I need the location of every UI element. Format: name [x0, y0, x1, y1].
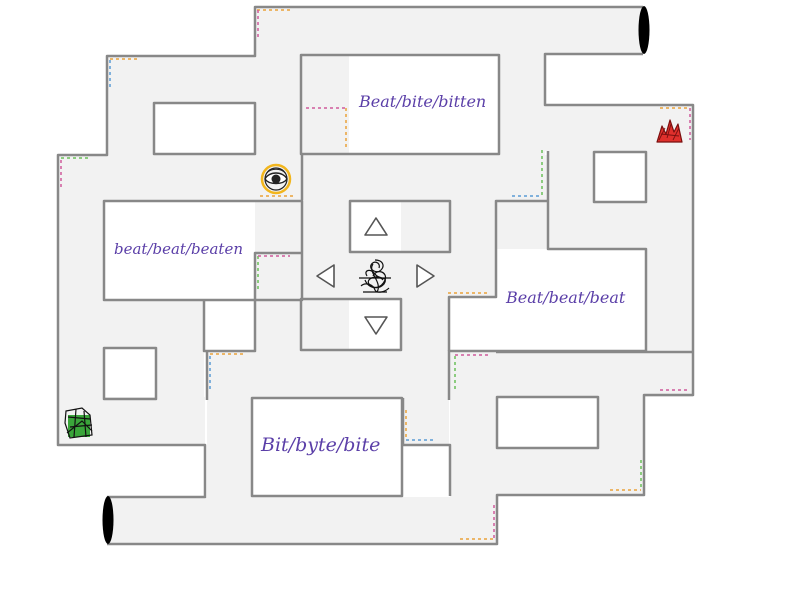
answer-option-4[interactable]: Bit/byte/bite	[261, 434, 381, 456]
eye-ghost-icon	[260, 163, 292, 195]
answer-option-3[interactable]: Beat/beat/beat	[506, 288, 626, 307]
red-ghost-icon	[656, 119, 683, 143]
portal-bottom-left	[102, 496, 114, 544]
up-arrow-icon[interactable]	[362, 213, 390, 241]
green-ghost-icon	[64, 407, 93, 439]
corner-marks	[60, 9, 691, 540]
right-arrow-icon[interactable]	[411, 262, 439, 290]
answer-option-1[interactable]: Beat/bite/bitten	[359, 92, 487, 111]
answer-option-2[interactable]: beat/beat/beaten	[114, 240, 243, 258]
portal-top-right	[638, 6, 650, 54]
left-arrow-icon[interactable]	[312, 262, 340, 290]
player-scribble-icon[interactable]	[355, 256, 395, 296]
maze-walls	[56, 5, 695, 546]
down-arrow-icon[interactable]	[362, 311, 390, 339]
